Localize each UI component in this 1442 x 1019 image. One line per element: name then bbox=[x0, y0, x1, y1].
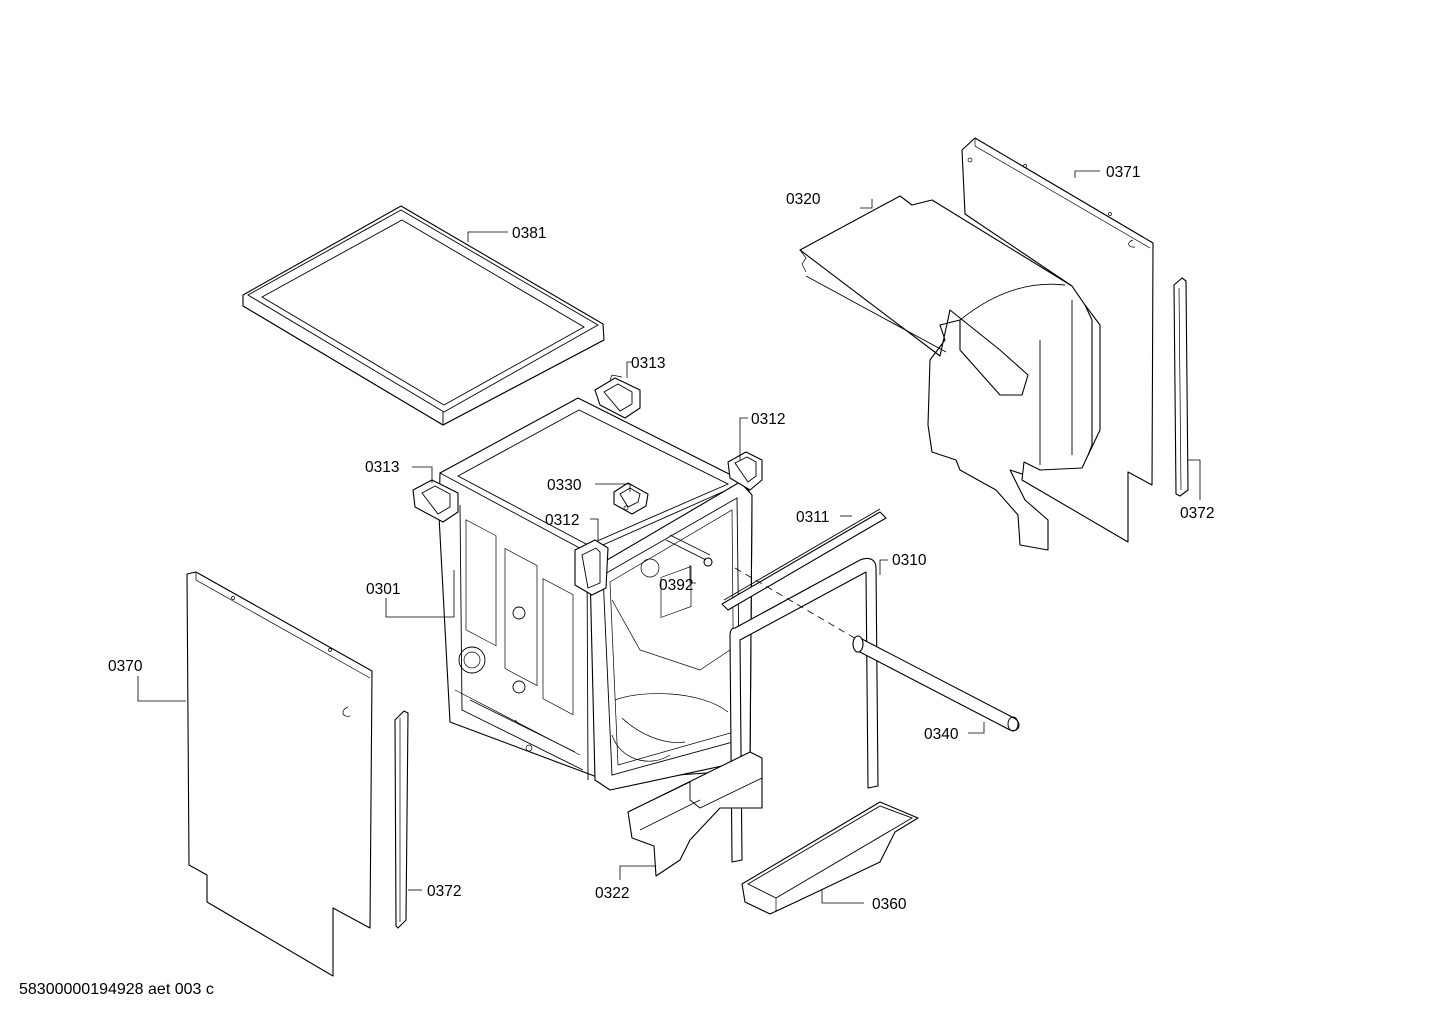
label-0301[interactable]: 0301 bbox=[366, 581, 400, 598]
part-0322-bracket[interactable] bbox=[627, 751, 763, 877]
part-0360-tray[interactable] bbox=[741, 801, 919, 915]
part-0311-rail[interactable] bbox=[721, 508, 887, 611]
label-0313-left[interactable]: 0313 bbox=[365, 459, 399, 476]
label-0313-top[interactable]: 0313 bbox=[631, 355, 665, 372]
drawing-reference-code: 58300000194928 aet 003 c bbox=[19, 981, 214, 998]
label-0320[interactable]: 0320 bbox=[786, 191, 821, 208]
part-0372-strip-left[interactable] bbox=[394, 710, 409, 929]
part-0340-tube[interactable] bbox=[852, 635, 1020, 732]
part-0371-side-panel-right[interactable] bbox=[961, 137, 1154, 543]
label-0322[interactable]: 0322 bbox=[595, 885, 629, 902]
label-0360[interactable]: 0360 bbox=[872, 896, 907, 913]
label-0372-right[interactable]: 0372 bbox=[1180, 505, 1214, 522]
part-0312-hinge-left[interactable] bbox=[574, 539, 609, 596]
part-0392-pin[interactable] bbox=[665, 534, 713, 567]
label-0371[interactable]: 0371 bbox=[1106, 164, 1140, 181]
part-0381-worktop[interactable] bbox=[242, 205, 605, 426]
label-0392[interactable]: 0392 bbox=[659, 577, 693, 594]
part-labels: 0381 0313 0313 0312 0312 0330 0301 0392 … bbox=[108, 164, 1214, 913]
part-0370-side-panel-left[interactable] bbox=[186, 571, 373, 977]
part-0312-hinge-right[interactable] bbox=[727, 451, 763, 491]
label-0381[interactable]: 0381 bbox=[512, 225, 546, 242]
part-0330-latch[interactable] bbox=[613, 482, 649, 515]
label-0312-right[interactable]: 0312 bbox=[751, 411, 785, 428]
part-0310-seal[interactable] bbox=[729, 557, 879, 863]
label-0372-left[interactable]: 0372 bbox=[427, 883, 461, 900]
label-0340[interactable]: 0340 bbox=[924, 726, 959, 743]
part-0320-insulation[interactable] bbox=[799, 195, 1093, 551]
label-0330[interactable]: 0330 bbox=[547, 477, 582, 494]
label-0370[interactable]: 0370 bbox=[108, 658, 143, 675]
label-0310[interactable]: 0310 bbox=[892, 552, 927, 569]
part-0372-strip-right[interactable] bbox=[1173, 277, 1189, 497]
label-0311[interactable]: 0311 bbox=[796, 509, 829, 526]
part-0313-bracket-top[interactable] bbox=[594, 374, 641, 419]
leader-lines bbox=[137, 170, 1201, 904]
label-0312-left[interactable]: 0312 bbox=[545, 512, 579, 529]
